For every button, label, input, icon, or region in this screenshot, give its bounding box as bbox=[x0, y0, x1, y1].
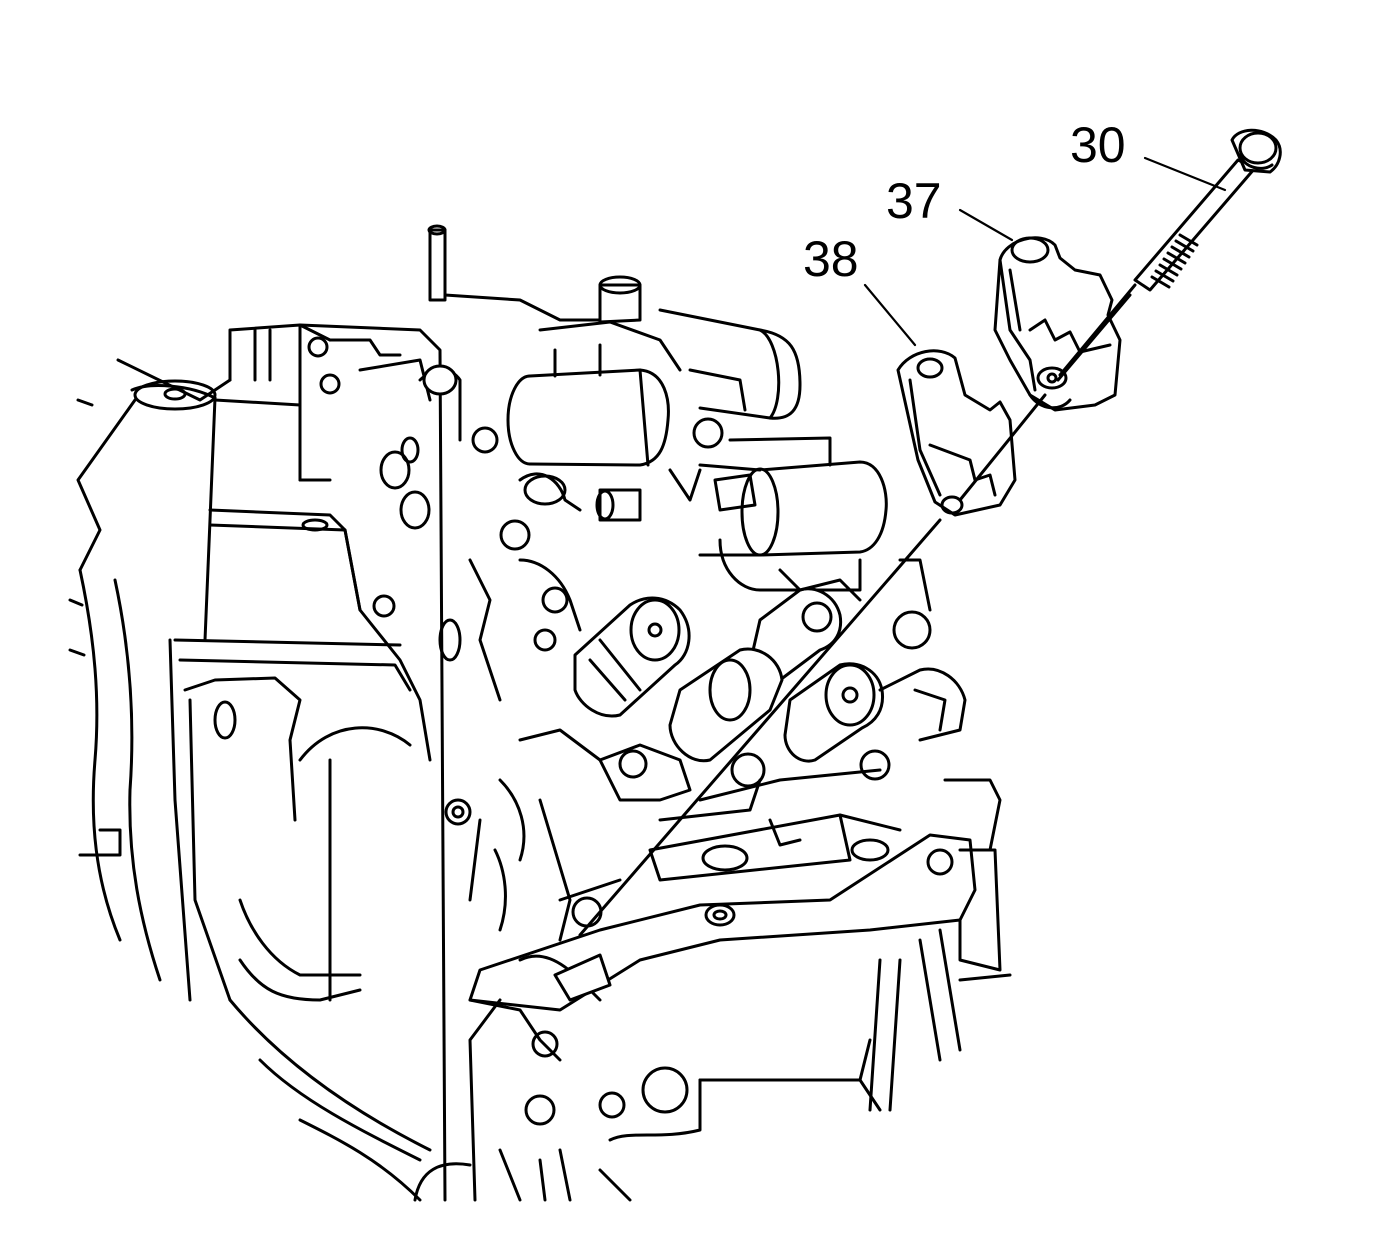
leader-lines bbox=[863, 156, 1227, 347]
gasket-part-38 bbox=[896, 349, 1017, 517]
solenoid-middle bbox=[668, 417, 888, 592]
solenoid-cluster bbox=[468, 426, 967, 1002]
alignment-line bbox=[578, 283, 1137, 937]
leader-30 bbox=[1143, 156, 1227, 192]
callout-label-30: 30 bbox=[1070, 117, 1126, 173]
bolt-part-30 bbox=[1133, 128, 1282, 292]
valve-body bbox=[298, 224, 1012, 1202]
leader-38 bbox=[863, 283, 917, 347]
leader-37 bbox=[958, 208, 1014, 242]
bracket-part-37 bbox=[993, 236, 1122, 412]
separator-plate bbox=[468, 813, 977, 1012]
transmission-case bbox=[68, 323, 472, 1202]
solenoid-upper bbox=[506, 275, 802, 522]
callout-label-38: 38 bbox=[803, 231, 859, 287]
callout-label-37: 37 bbox=[886, 173, 942, 229]
